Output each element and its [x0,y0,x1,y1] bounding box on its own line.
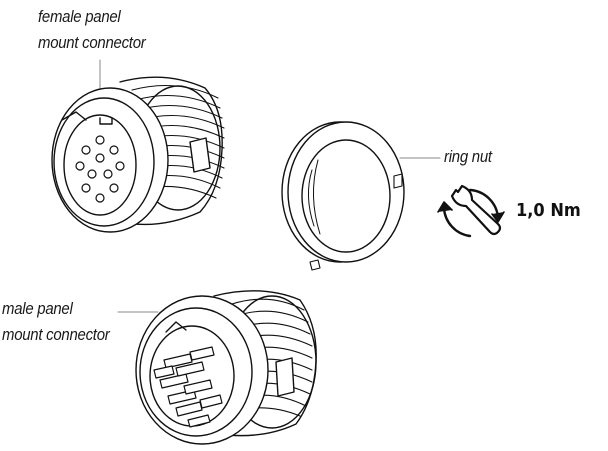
male-connector-label-line1: male panel [2,299,73,318]
male-connector-label-line2: mount connector [2,325,110,344]
ring-nut-label: ring nut [444,147,492,166]
ring-nut-drawing [281,121,441,271]
female-connector-label-line1: female panel [38,7,121,26]
female-connector-label-line2: mount connector [38,33,146,52]
male-connector-drawing [117,290,317,445]
wrench-torque-icon [437,184,505,238]
torque-value: 1,0 Nm [516,200,581,221]
female-connector-drawing [51,59,225,233]
